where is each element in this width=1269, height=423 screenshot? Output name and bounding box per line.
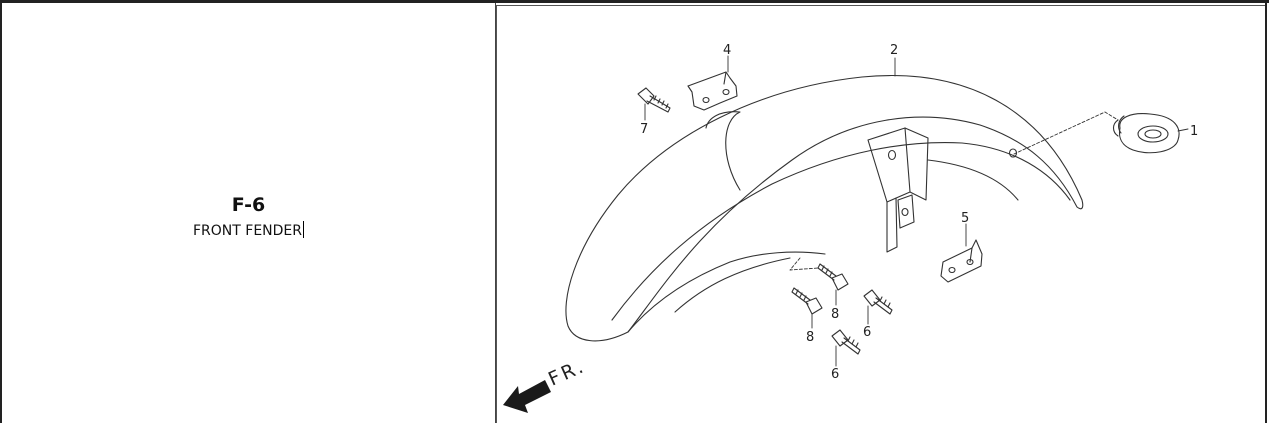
panel-divider bbox=[495, 3, 496, 423]
bolt-6-a bbox=[863, 289, 893, 315]
bolt-6-b bbox=[831, 329, 861, 355]
bolt-7 bbox=[637, 87, 671, 113]
bracket-lower bbox=[940, 239, 983, 283]
text-cursor bbox=[303, 221, 304, 238]
front-direction-arrow bbox=[503, 380, 551, 413]
section-title-wrap: FRONT FENDER bbox=[2, 221, 495, 239]
bolt-8-a bbox=[817, 263, 849, 291]
top-border bbox=[0, 0, 1269, 3]
callout-4: 4 bbox=[723, 43, 731, 58]
grommet-part bbox=[1112, 113, 1180, 154]
section-code: F-6 bbox=[231, 194, 266, 216]
callout-7: 7 bbox=[640, 122, 648, 137]
callout-2: 2 bbox=[890, 43, 898, 58]
callout-1: 1 bbox=[1190, 124, 1198, 139]
callout-8-upper: 8 bbox=[831, 307, 839, 322]
section-title: FRONT FENDER bbox=[193, 223, 302, 239]
direction-label: FR. bbox=[545, 355, 589, 391]
left-border bbox=[0, 0, 2, 423]
section-label-panel: F-6 FRONT FENDER bbox=[2, 3, 495, 423]
right-border bbox=[1265, 0, 1267, 423]
diagram-panel bbox=[496, 5, 1265, 423]
front-fender bbox=[565, 75, 1084, 342]
bolt-8-b bbox=[791, 287, 823, 315]
bracket-upper bbox=[687, 71, 738, 111]
callout-6-upper: 6 bbox=[863, 325, 871, 340]
leader-lines bbox=[644, 55, 1189, 367]
callout-5: 5 bbox=[961, 211, 969, 226]
callout-6-lower: 6 bbox=[831, 367, 839, 382]
callout-8-lower: 8 bbox=[806, 330, 814, 345]
